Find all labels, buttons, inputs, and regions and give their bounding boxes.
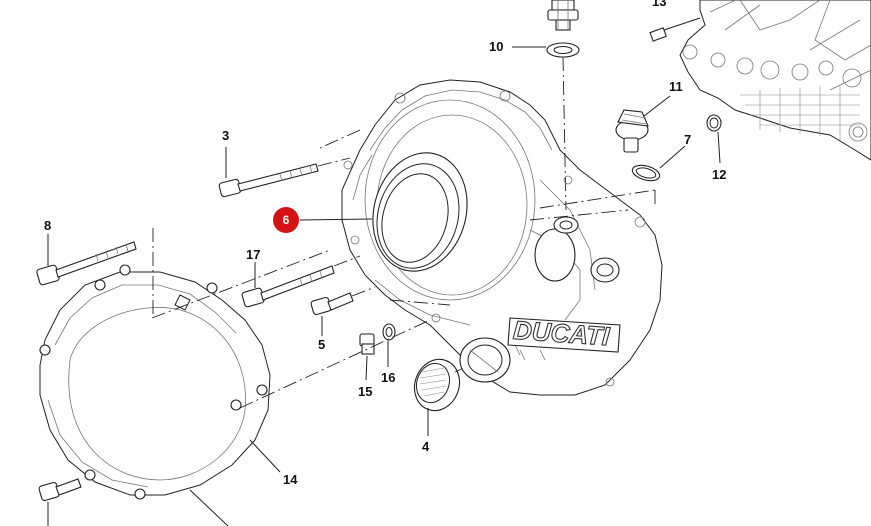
callout-8[interactable]: 8 (44, 218, 52, 233)
part-3-long-bolt (218, 147, 351, 198)
part-12-o-ring (706, 114, 722, 164)
callout-12[interactable]: 12 (712, 167, 727, 182)
part-5-short-bolt (310, 286, 376, 336)
callout-3[interactable]: 3 (222, 128, 230, 143)
callout-11[interactable]: 11 (669, 79, 683, 94)
callout-14[interactable]: 14 (283, 472, 298, 487)
ducati-brand-mark: DUCATI (512, 315, 611, 352)
part-13-pin (649, 17, 701, 42)
part-4-seal (413, 354, 491, 436)
callout-17[interactable]: 17 (246, 247, 261, 262)
part-15-plug (359, 333, 375, 381)
part-6-large-seal (299, 152, 468, 272)
callout-5[interactable]: 5 (318, 337, 326, 352)
part-8-bolt (36, 234, 137, 286)
alignment-lines (319, 129, 656, 306)
part-17-bolt (241, 255, 361, 308)
part-10-plug (512, 0, 580, 211)
part-7-o-ring (631, 145, 686, 182)
callout-16[interactable]: 16 (381, 370, 396, 385)
callout-15[interactable]: 15 (358, 384, 373, 399)
callout-13[interactable]: 13 (652, 0, 667, 9)
engine-block (679, 0, 871, 161)
part-14-outer-cover (39, 228, 431, 526)
clutch-cover-casting: DUCATI (341, 79, 663, 396)
callout-10[interactable]: 10 (489, 39, 504, 54)
bottom-left-bolt (38, 478, 82, 526)
callout-7[interactable]: 7 (684, 132, 692, 147)
part-16-washer (382, 323, 396, 367)
callout-6-highlighted[interactable]: 6 (273, 207, 299, 233)
callout-4[interactable]: 4 (422, 439, 430, 454)
part-11-filler-plug (615, 95, 671, 153)
